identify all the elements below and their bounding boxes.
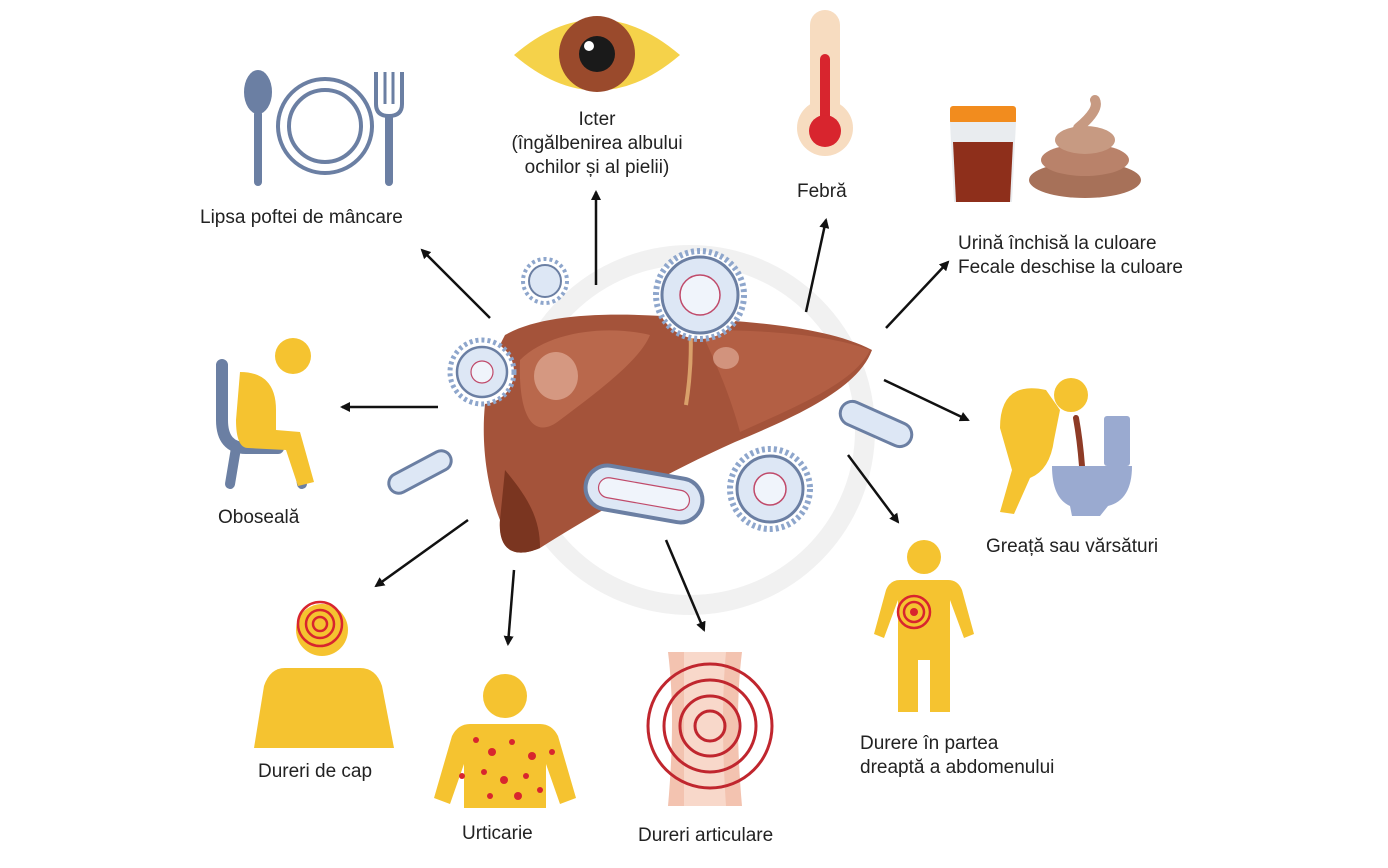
arrow-appetite [420,248,491,319]
arrow-fever [804,218,830,313]
plate-cutlery-icon [244,70,404,186]
label-hives: Urticarie [462,823,533,844]
arrow-headache [374,518,469,588]
arrow-joint [664,539,706,632]
label-headache: Dureri de cap [258,761,373,782]
label-urine-stool: Urină închisă la culoare Fecale deschise… [958,233,1183,278]
virus-rod-right [838,399,914,449]
virus-rod-center [583,463,705,525]
thermometer-icon [797,10,853,156]
arrow-urine [885,260,950,329]
virus-particle-left [447,337,517,407]
headache-person-icon [254,600,394,748]
virus-particle-lower-right [727,446,813,532]
arrow-abdomen [846,454,900,524]
virus-particle-small-top [521,257,569,305]
urine-stool-icon [950,95,1141,202]
virus-particle-large [653,248,747,342]
label-fever: Febră [797,181,847,202]
label-fatigue: Oboseală [218,507,300,528]
label-appetite: Lipsa poftei de mâncare [200,207,403,228]
arrow-hives [503,569,516,646]
vomiting-person-icon [1000,378,1132,516]
label-nausea: Greață sau vărsături [986,536,1159,557]
label-jaundice: Icter (îngălbenirea albului ochilor și a… [511,109,683,178]
arrows [340,190,970,646]
joint-pain-icon [646,652,774,806]
virus-rod-left [387,449,453,495]
rash-dots [459,737,555,800]
tired-sitting-person-icon [216,338,314,489]
label-joint-pain: Dureri articulare [638,825,774,846]
hives-person-icon [434,674,576,808]
liver-illustration [483,314,872,553]
label-abdomen: Durere în partea dreaptă a abdomenului [860,733,1055,778]
arrow-nausea [883,378,970,422]
yellow-eye-icon [514,16,680,92]
abdominal-pain-person-icon [874,540,974,712]
